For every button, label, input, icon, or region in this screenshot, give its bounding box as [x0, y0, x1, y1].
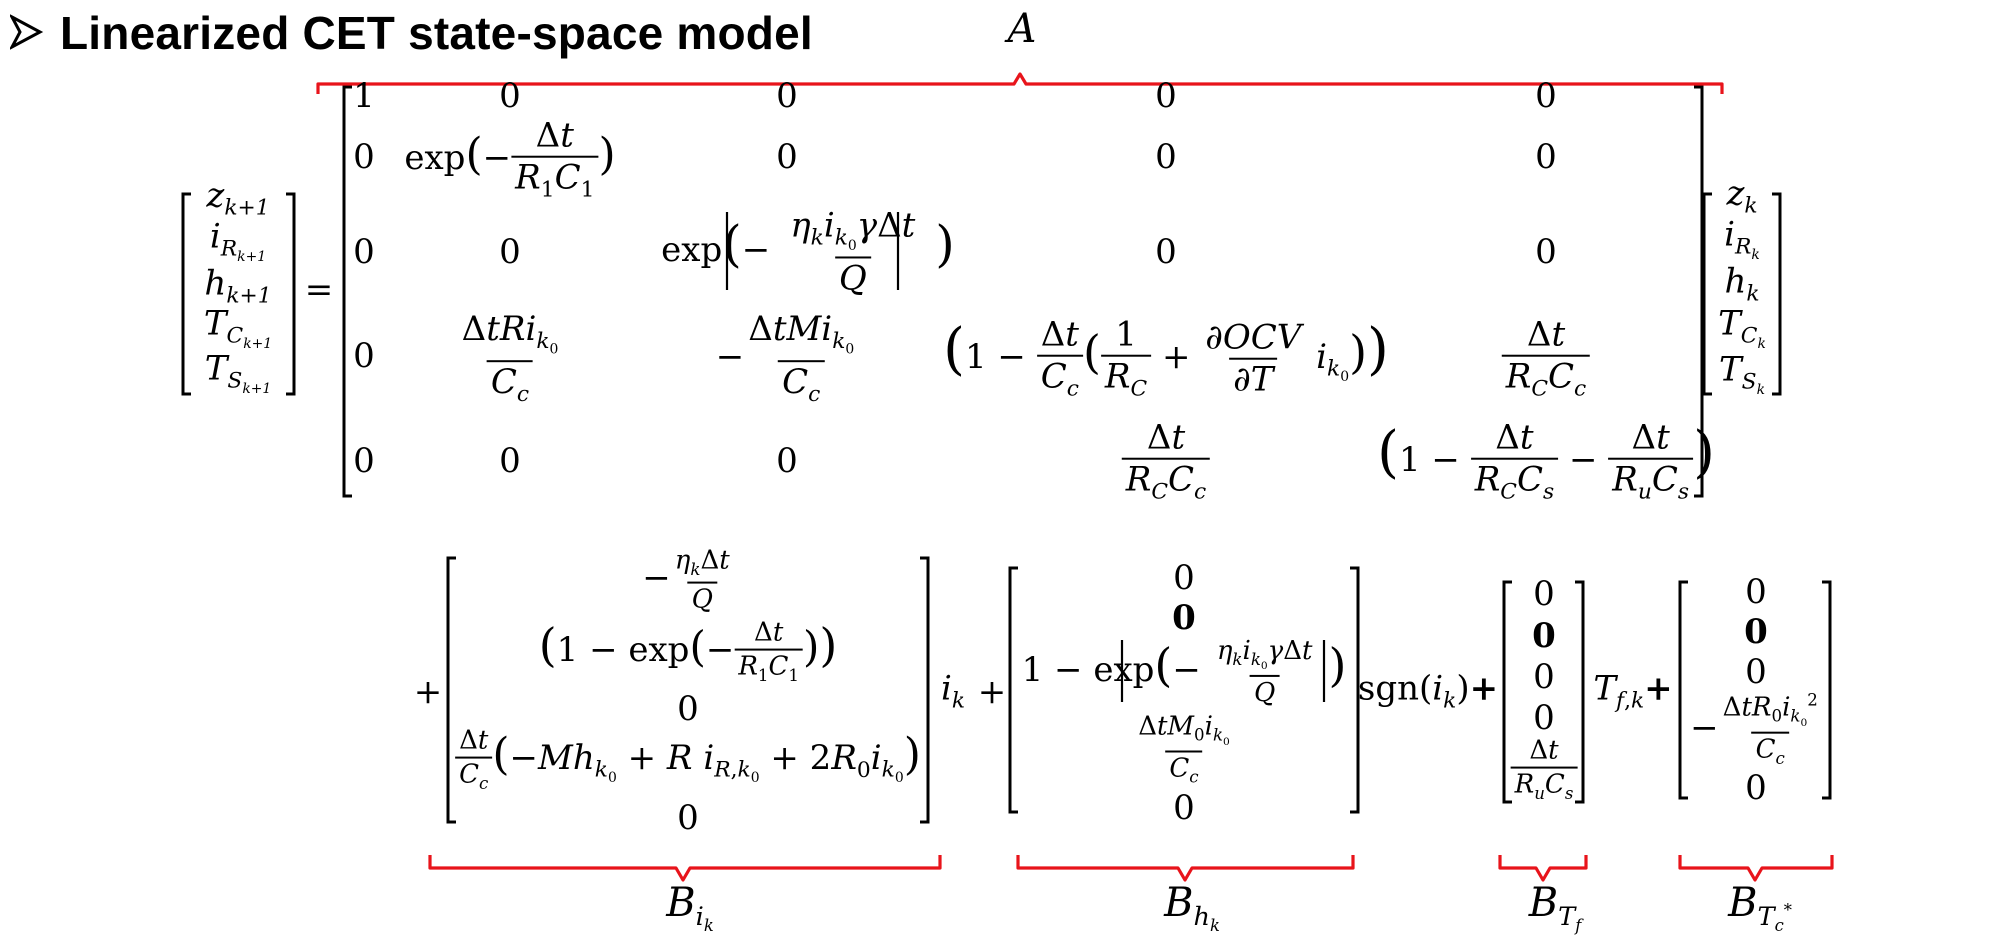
- bhk-2: 0: [1172, 598, 1196, 638]
- a-35: 0: [1535, 232, 1557, 272]
- a-41: 0: [353, 336, 375, 376]
- btc-3: 0: [1745, 652, 1767, 692]
- btc-5: 0: [1745, 768, 1767, 808]
- btf-3: 0: [1533, 657, 1555, 697]
- mult-ik: ik: [940, 668, 966, 714]
- bik-3: 0: [677, 689, 699, 729]
- state-now-ts: TSk: [1718, 349, 1766, 398]
- label-b-hk: Bhk: [1164, 880, 1220, 935]
- bhk-1: 0: [1173, 558, 1195, 598]
- btf-1: 0: [1533, 574, 1555, 614]
- label-b-ik: Bik: [666, 880, 714, 935]
- mult-tf: Tf,k+: [1593, 668, 1673, 714]
- equals-sign: =: [304, 270, 334, 310]
- a-53: 0: [776, 441, 798, 481]
- state-next-ir: iRk+1: [209, 216, 267, 265]
- plus-1: +: [413, 672, 443, 712]
- bullet-arrow-icon: [10, 14, 44, 50]
- btf-4: 0: [1533, 698, 1555, 738]
- bik-5: 0: [677, 798, 699, 838]
- page-title: Linearized CET state-space model: [60, 7, 813, 59]
- state-now-tc: TCk: [1718, 303, 1766, 352]
- a-32: 0: [499, 232, 521, 272]
- label-a: A: [1008, 6, 1037, 52]
- btc-1: 0: [1745, 572, 1767, 612]
- a-21: 0: [353, 137, 375, 177]
- plus-2: +: [977, 672, 1007, 712]
- label-b-tc: BTc*: [1728, 880, 1792, 935]
- bhk-5: 0: [1173, 788, 1195, 828]
- a-12: 0: [499, 76, 521, 116]
- btc-2: 0: [1744, 612, 1768, 652]
- state-next-h: hk+1: [204, 263, 272, 309]
- state-now-z: zk: [1726, 173, 1758, 219]
- a-31: 0: [353, 232, 375, 272]
- a-14: 0: [1155, 76, 1177, 116]
- a-24: 0: [1155, 137, 1177, 177]
- mult-sgn: sgn(ik)+: [1357, 668, 1499, 714]
- state-now-h: hk: [1724, 261, 1760, 307]
- a-23: 0: [776, 137, 798, 177]
- a-11: 1: [353, 76, 375, 116]
- a-34: 0: [1155, 232, 1177, 272]
- state-next-z: zk+1: [206, 175, 270, 221]
- label-a-text: A: [1007, 6, 1037, 52]
- state-now-ir: iRk: [1724, 214, 1760, 263]
- state-next-ts: TSk+1: [204, 348, 272, 397]
- a-25: 0: [1535, 137, 1557, 177]
- a-52: 0: [499, 441, 521, 481]
- btf-2: 0: [1532, 616, 1556, 656]
- state-next-tc: TCk+1: [203, 303, 273, 352]
- a-13: 0: [776, 76, 798, 116]
- a-15: 0: [1535, 76, 1557, 116]
- a-51: 0: [353, 441, 375, 481]
- label-b-tf: BTf: [1528, 880, 1582, 935]
